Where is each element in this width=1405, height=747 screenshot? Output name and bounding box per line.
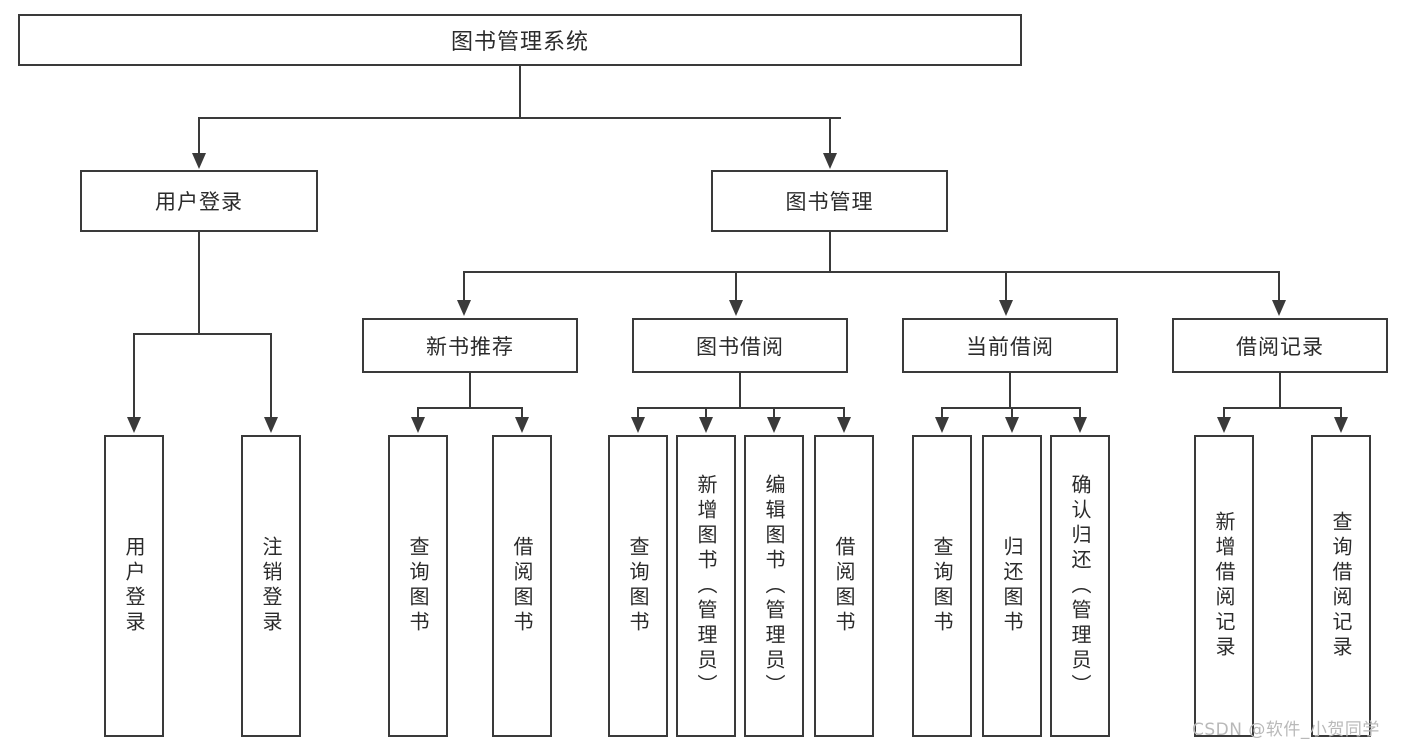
connector-book-manage-to-book-borrow: [735, 271, 737, 302]
node-current-borrow[interactable]: 当前借阅: [902, 318, 1118, 373]
leaf-borrow-record-query[interactable]: 查询借阅记录: [1311, 435, 1371, 737]
leaf-book-borrow-query[interactable]: 查询图书: [608, 435, 668, 737]
arrowhead-current-borrow-to-leaf-1: [935, 417, 949, 433]
leaf-new-book-query[interactable]: 查询图书: [388, 435, 448, 737]
arrowhead-current-borrow-to-leaf-3: [1073, 417, 1087, 433]
connector-root-stem: [519, 66, 521, 118]
node-label: 图书借阅: [696, 334, 784, 359]
node-borrow-record[interactable]: 借阅记录: [1172, 318, 1388, 373]
connector-user-login-to-leaf-2: [270, 333, 272, 419]
node-book-manage[interactable]: 图书管理: [711, 170, 948, 232]
leaf-current-borrow-confirm-return[interactable]: 确认归还（管理员）: [1050, 435, 1110, 737]
connector-new-book-to-leaf-1: [417, 407, 419, 419]
connector-book-borrow-bus: [637, 407, 845, 409]
node-label: 查询图书: [626, 536, 650, 636]
connector-book-manage-to-current-borrow: [1005, 271, 1007, 302]
node-new-book-recommend[interactable]: 新书推荐: [362, 318, 578, 373]
node-label: 编辑图书（管理员）: [762, 473, 786, 699]
connector-book-borrow-to-leaf-1: [637, 407, 639, 419]
leaf-book-borrow-add[interactable]: 新增图书（管理员）: [676, 435, 736, 737]
arrowhead-book-manage-to-new-book: [457, 300, 471, 316]
arrowhead-book-borrow-to-leaf-1: [631, 417, 645, 433]
node-label: 图书管理: [785, 190, 874, 214]
connector-new-book-bus: [417, 407, 522, 409]
connector-book-manage-to-new-book: [463, 271, 465, 302]
connector-book-manage-stem: [829, 232, 831, 272]
arrowhead-root-to-book-manage: [823, 153, 837, 169]
node-label: 借阅记录: [1236, 334, 1324, 359]
node-book-borrow[interactable]: 图书借阅: [632, 318, 848, 373]
connector-book-manage-to-borrow-record: [1278, 271, 1280, 302]
node-label: 当前借阅: [966, 334, 1054, 359]
arrowhead-book-borrow-to-leaf-2: [699, 417, 713, 433]
connector-book-borrow-to-leaf-2: [705, 407, 707, 419]
arrowhead-user-login-to-leaf-1: [127, 417, 141, 433]
node-label: 确认归还（管理员）: [1068, 473, 1092, 699]
node-label: 用户登录: [155, 190, 243, 214]
connector-current-borrow-stem: [1009, 373, 1011, 408]
connector-borrow-record-stem: [1279, 373, 1281, 408]
node-label: 查询借阅记录: [1329, 511, 1353, 661]
arrowhead-book-borrow-to-leaf-3: [767, 417, 781, 433]
arrowhead-user-login-to-leaf-2: [264, 417, 278, 433]
connector-user-login-stem: [198, 232, 200, 334]
node-label: 新书推荐: [426, 334, 514, 359]
node-root-system[interactable]: 图书管理系统: [18, 14, 1022, 66]
node-user-login[interactable]: 用户登录: [80, 170, 318, 232]
arrowhead-root-to-user-login: [192, 153, 206, 169]
connector-new-book-to-leaf-2: [521, 407, 523, 419]
connector-book-manage-bus: [463, 271, 1280, 273]
node-label: 借阅图书: [832, 536, 856, 636]
arrowhead-book-manage-to-book-borrow: [729, 300, 743, 316]
node-label: 新增借阅记录: [1212, 511, 1236, 661]
connector-borrow-record-to-leaf-2: [1340, 407, 1342, 419]
connector-book-borrow-to-leaf-4: [843, 407, 845, 419]
leaf-current-borrow-query[interactable]: 查询图书: [912, 435, 972, 737]
connector-borrow-record-bus: [1223, 407, 1341, 409]
node-label: 用户登录: [122, 536, 146, 636]
leaf-user-login-logout[interactable]: 注销登录: [241, 435, 301, 737]
connector-root-bus: [198, 117, 841, 119]
connector-new-book-stem: [469, 373, 471, 408]
node-label: 归还图书: [1000, 536, 1024, 636]
node-label: 注销登录: [259, 536, 283, 636]
node-label: 新增图书（管理员）: [694, 473, 718, 699]
arrowhead-borrow-record-to-leaf-1: [1217, 417, 1231, 433]
connector-root-to-user-login: [198, 117, 200, 155]
connector-book-borrow-to-leaf-3: [773, 407, 775, 419]
connector-borrow-record-to-leaf-1: [1223, 407, 1225, 419]
connector-book-borrow-stem: [739, 373, 741, 408]
node-label: 查询图书: [930, 536, 954, 636]
connector-user-login-bus: [133, 333, 271, 335]
connector-root-to-book-manage: [829, 117, 831, 155]
connector-current-borrow-to-leaf-1: [941, 407, 943, 419]
node-label: 查询图书: [406, 536, 430, 636]
connector-current-borrow-to-leaf-3: [1079, 407, 1081, 419]
connector-user-login-to-leaf-1: [133, 333, 135, 419]
node-label: 借阅图书: [510, 536, 534, 636]
leaf-new-book-borrow[interactable]: 借阅图书: [492, 435, 552, 737]
arrowhead-book-manage-to-borrow-record: [1272, 300, 1286, 316]
leaf-current-borrow-return[interactable]: 归还图书: [982, 435, 1042, 737]
leaf-borrow-record-add[interactable]: 新增借阅记录: [1194, 435, 1254, 737]
arrowhead-book-manage-to-current-borrow: [999, 300, 1013, 316]
arrowhead-book-borrow-to-leaf-4: [837, 417, 851, 433]
connector-current-borrow-to-leaf-2: [1011, 407, 1013, 419]
node-label: 图书管理系统: [450, 30, 589, 55]
leaf-user-login-login[interactable]: 用户登录: [104, 435, 164, 737]
leaf-book-borrow-borrow[interactable]: 借阅图书: [814, 435, 874, 737]
arrowhead-new-book-to-leaf-1: [411, 417, 425, 433]
arrowhead-new-book-to-leaf-2: [515, 417, 529, 433]
arrowhead-borrow-record-to-leaf-2: [1334, 417, 1348, 433]
arrowhead-current-borrow-to-leaf-2: [1005, 417, 1019, 433]
leaf-book-borrow-edit[interactable]: 编辑图书（管理员）: [744, 435, 804, 737]
